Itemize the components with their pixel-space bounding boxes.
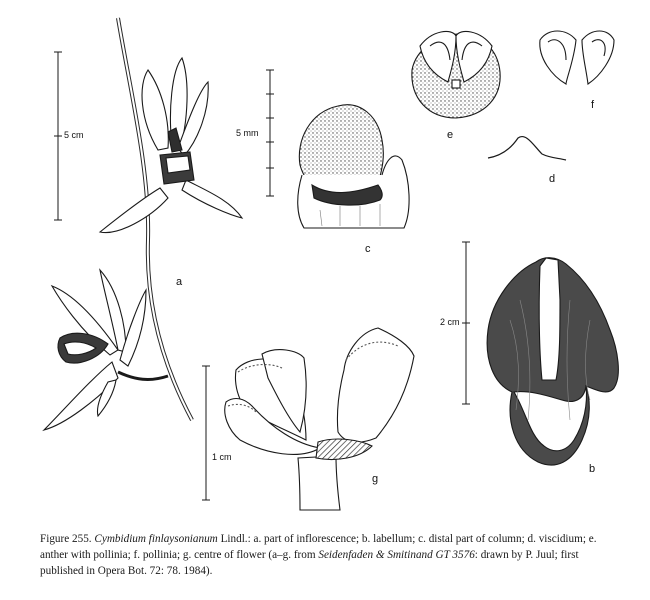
panel-label-d: d	[549, 173, 556, 185]
caption-description: Lindl.: a. part of inflorescence; b. lab…	[40, 533, 597, 561]
scale-bar-a	[54, 51, 62, 221]
panel-label-f: f	[591, 99, 595, 111]
scale-label-a: 5 cm	[64, 130, 84, 140]
caption-figure-number: Figure 255.	[40, 533, 92, 545]
scale-label-c: 5 mm	[236, 128, 259, 138]
column-drawing	[297, 104, 410, 229]
scale-bars	[54, 51, 470, 501]
pollinia-drawing	[539, 30, 615, 85]
scale-bar-b	[462, 241, 470, 405]
scale-label-g: 1 cm	[212, 452, 232, 462]
viscidium-drawing	[487, 136, 567, 161]
flower-centre-drawing	[224, 327, 415, 511]
caption-species: Cymbidium finlaysonianum	[94, 533, 218, 545]
figure-caption: Figure 255. Cymbidium finlaysonianum Lin…	[40, 531, 620, 579]
botanical-plate	[42, 17, 619, 511]
panel-label-e: e	[447, 129, 454, 141]
panel-label-b: b	[589, 463, 596, 475]
panel-label-g: g	[372, 473, 379, 485]
inflorescence-drawing	[42, 17, 244, 432]
panel-label-c: c	[365, 243, 371, 255]
labellum-drawing	[486, 257, 619, 466]
scale-bar-g	[202, 365, 210, 501]
scale-bar-c	[266, 69, 274, 197]
caption-collector: Seidenfaden & Smitinand GT 3576	[318, 549, 475, 561]
caption-credits: : drawn by P. Juul; first published in O…	[40, 549, 579, 577]
scale-label-b: 2 cm	[440, 317, 460, 327]
panel-label-a: a	[176, 276, 183, 288]
anther-drawing	[411, 30, 501, 119]
